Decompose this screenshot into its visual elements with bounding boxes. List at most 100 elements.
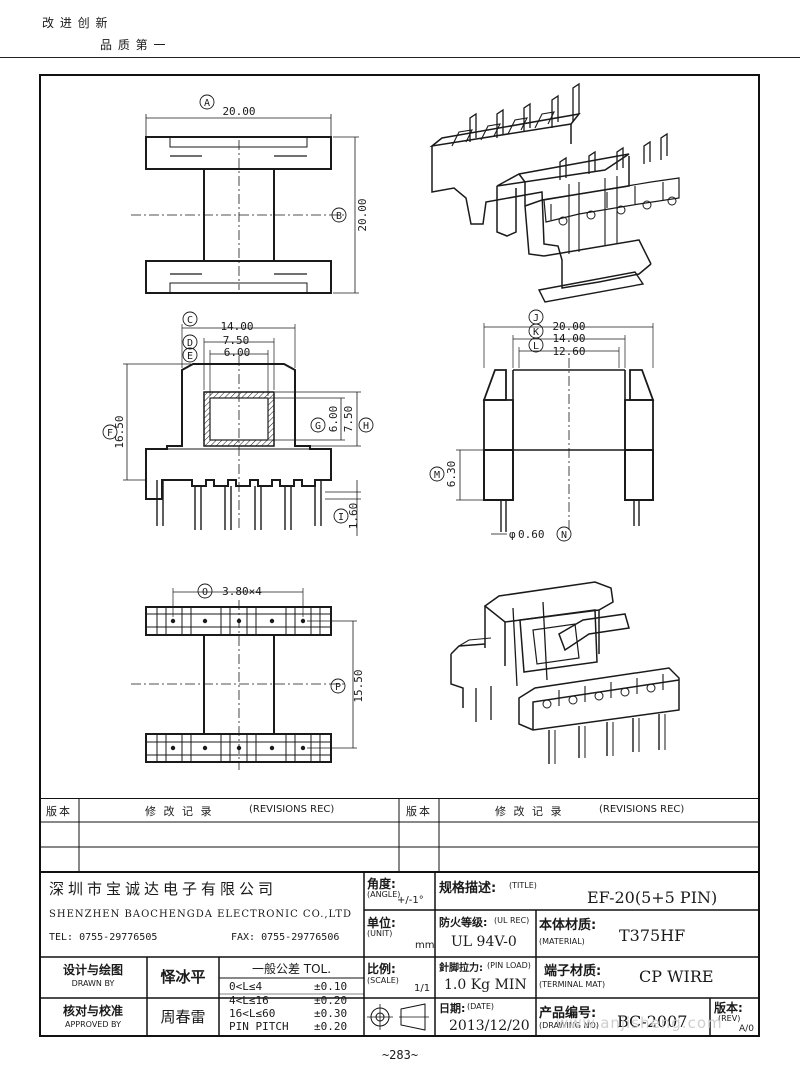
dim-marker-p: P — [335, 682, 341, 693]
tol-range-2: 4<L≤16 — [229, 994, 269, 1007]
title-block: 版本 修 改 记 录 (REVISIONS REC) 版本 修 改 记 录 (R… — [39, 798, 760, 1037]
dim-marker-a: A — [204, 98, 210, 109]
angle-value: +/-1° — [397, 895, 424, 906]
dim-marker-e: E — [187, 351, 193, 362]
company-name-en: SHENZHEN BAOCHENGDA ELECTRONIC CO.,LTD — [49, 909, 353, 920]
dim-b-value: 20.00 — [356, 198, 369, 231]
side-view: J 20.00 K 14.00 L 12.60 M 6.30 φ 0.60 N — [429, 309, 655, 542]
page-number: ~283~ — [381, 1048, 419, 1062]
rev-label: 版本: — [714, 1001, 743, 1015]
dim-e-value: 6.00 — [224, 346, 251, 359]
angle-en: (ANGLE) — [367, 890, 401, 899]
company-fax: FAX: 0755-29776506 — [231, 932, 340, 943]
top-view: A 20.00 B 20.00 — [131, 94, 369, 294]
dim-j-value: 20.00 — [552, 320, 585, 333]
dim-marker-n: N — [561, 530, 567, 541]
dim-g-value: 6.00 — [327, 406, 340, 433]
angle-label: 角度: — [367, 877, 396, 891]
material-label: 本体材质: — [539, 918, 597, 933]
approved-by-en: APPROVED BY — [64, 1020, 121, 1029]
slogan-line-1: 改 进 创 新 — [42, 16, 109, 30]
drawing-area: A 20.00 B 20.00 — [39, 74, 760, 798]
pin-load-label: 針脚拉力: — [439, 963, 483, 974]
isometric-view-bottom — [450, 581, 680, 764]
dim-marker-i: I — [338, 512, 344, 523]
phi-prefix: φ — [509, 528, 516, 541]
scale-value: 1/1 — [414, 983, 431, 994]
terminal-en: (TERMINAL MAT) — [539, 980, 606, 989]
dim-marker-g: G — [315, 421, 321, 432]
dim-d-value: 7.50 — [223, 334, 250, 347]
drawn-by-label: 设计与绘图 — [62, 963, 123, 977]
rev-version-header-right: 版本 — [406, 805, 432, 818]
dim-l-value: 12.60 — [552, 345, 585, 358]
front-view: C 14.00 D 7.50 E 6.00 F 16.50 G 6.00 — [102, 311, 374, 536]
header-rule — [0, 57, 800, 58]
technical-drawing: A 20.00 B 20.00 — [102, 82, 680, 770]
isometric-view-top — [429, 82, 680, 303]
dim-o-value: 3.80×4 — [222, 585, 262, 598]
dim-p-value: 15.50 — [352, 669, 365, 702]
unit-value: mm — [415, 940, 435, 951]
dim-m-value: 6.30 — [445, 461, 458, 488]
scale-en: (SCALE) — [367, 976, 399, 985]
tol-value-4: ±0.20 — [314, 1020, 348, 1033]
bottom-view: O 3.80×4 P 15.50 — [131, 583, 365, 770]
watermark: www.anjisheng.com — [556, 1014, 723, 1032]
dim-k-value: 14.00 — [552, 332, 585, 345]
slogan-line-2: 品 质 第 一 — [100, 38, 167, 52]
dim-marker-k: K — [533, 327, 539, 338]
approved-by-value: 周春雷 — [160, 1008, 206, 1026]
rev-record-header-left: 修 改 记 录 — [145, 805, 214, 818]
ul-value: UL 94V-0 — [451, 934, 517, 950]
material-value: T375HF — [619, 926, 686, 945]
drawn-by-en: DRAWN BY — [71, 979, 115, 988]
dim-marker-d: D — [187, 338, 193, 349]
dim-h-value: 7.50 — [342, 406, 355, 433]
dim-marker-h: H — [363, 421, 369, 432]
tol-range-3: 16<L≤60 — [229, 1007, 276, 1020]
unit-label: 单位: — [367, 916, 396, 930]
dim-marker-o: O — [202, 587, 208, 598]
dim-marker-m: M — [434, 470, 440, 481]
title-block-grid — [39, 798, 760, 1037]
title-value: EF-20(5+5 PIN) — [587, 888, 718, 907]
tol-range-1: 0<L≤4 — [229, 980, 263, 993]
drawing-no-en: (DRAWING NO) — [539, 1021, 599, 1030]
company-name-zh: 深圳市宝诚达电子有限公司 — [49, 880, 278, 898]
dim-f-value: 16.50 — [113, 415, 126, 448]
dim-marker-j: J — [533, 313, 539, 324]
date-value: 2013/12/20 — [449, 1018, 530, 1034]
rev-record-en-left: (REVISIONS REC) — [249, 804, 335, 815]
terminal-label: 端子材质: — [544, 964, 602, 979]
dim-marker-l: L — [533, 341, 539, 352]
rev-record-en-right: (REVISIONS REC) — [599, 804, 685, 815]
tol-value-3: ±0.30 — [314, 1007, 348, 1020]
dim-c-value: 14.00 — [220, 320, 253, 333]
tol-value-1: ±0.10 — [314, 980, 348, 993]
drawing-no-label: 产品编号: — [539, 1006, 597, 1021]
scale-label: 比例: — [367, 962, 396, 976]
date-en: (DATE) — [467, 1002, 495, 1011]
tol-value-2: ±0.20 — [314, 994, 348, 1007]
material-en: (MATERIAL) — [539, 937, 585, 946]
dim-marker-c: C — [187, 315, 193, 326]
company-tel: TEL: 0755-29776505 — [49, 932, 158, 943]
drawing-no-value: BC-2007 — [617, 1012, 688, 1031]
drawn-by-value: 怿冰平 — [160, 968, 206, 986]
ul-en: (UL REC) — [494, 916, 530, 925]
dim-i-value: 1.60 — [347, 503, 360, 530]
rev-version-header-left: 版本 — [46, 805, 72, 818]
rev-value: A/0 — [739, 1024, 754, 1034]
dim-marker-b: B — [336, 211, 342, 222]
drawing-frame — [39, 74, 760, 1037]
tolerance-label: 一般公差 TOL. — [251, 962, 332, 976]
terminal-value: CP WIRE — [639, 967, 714, 986]
rev-en: (REV) — [718, 1014, 741, 1023]
title-en: (TITLE) — [509, 881, 537, 890]
approved-by-label: 核对与校准 — [62, 1004, 123, 1018]
ul-label: 防火等级: — [439, 916, 488, 929]
pin-load-en: (PIN LOAD) — [487, 961, 531, 970]
dim-marker-f: F — [107, 428, 113, 439]
date-label: 日期: — [439, 1002, 466, 1015]
